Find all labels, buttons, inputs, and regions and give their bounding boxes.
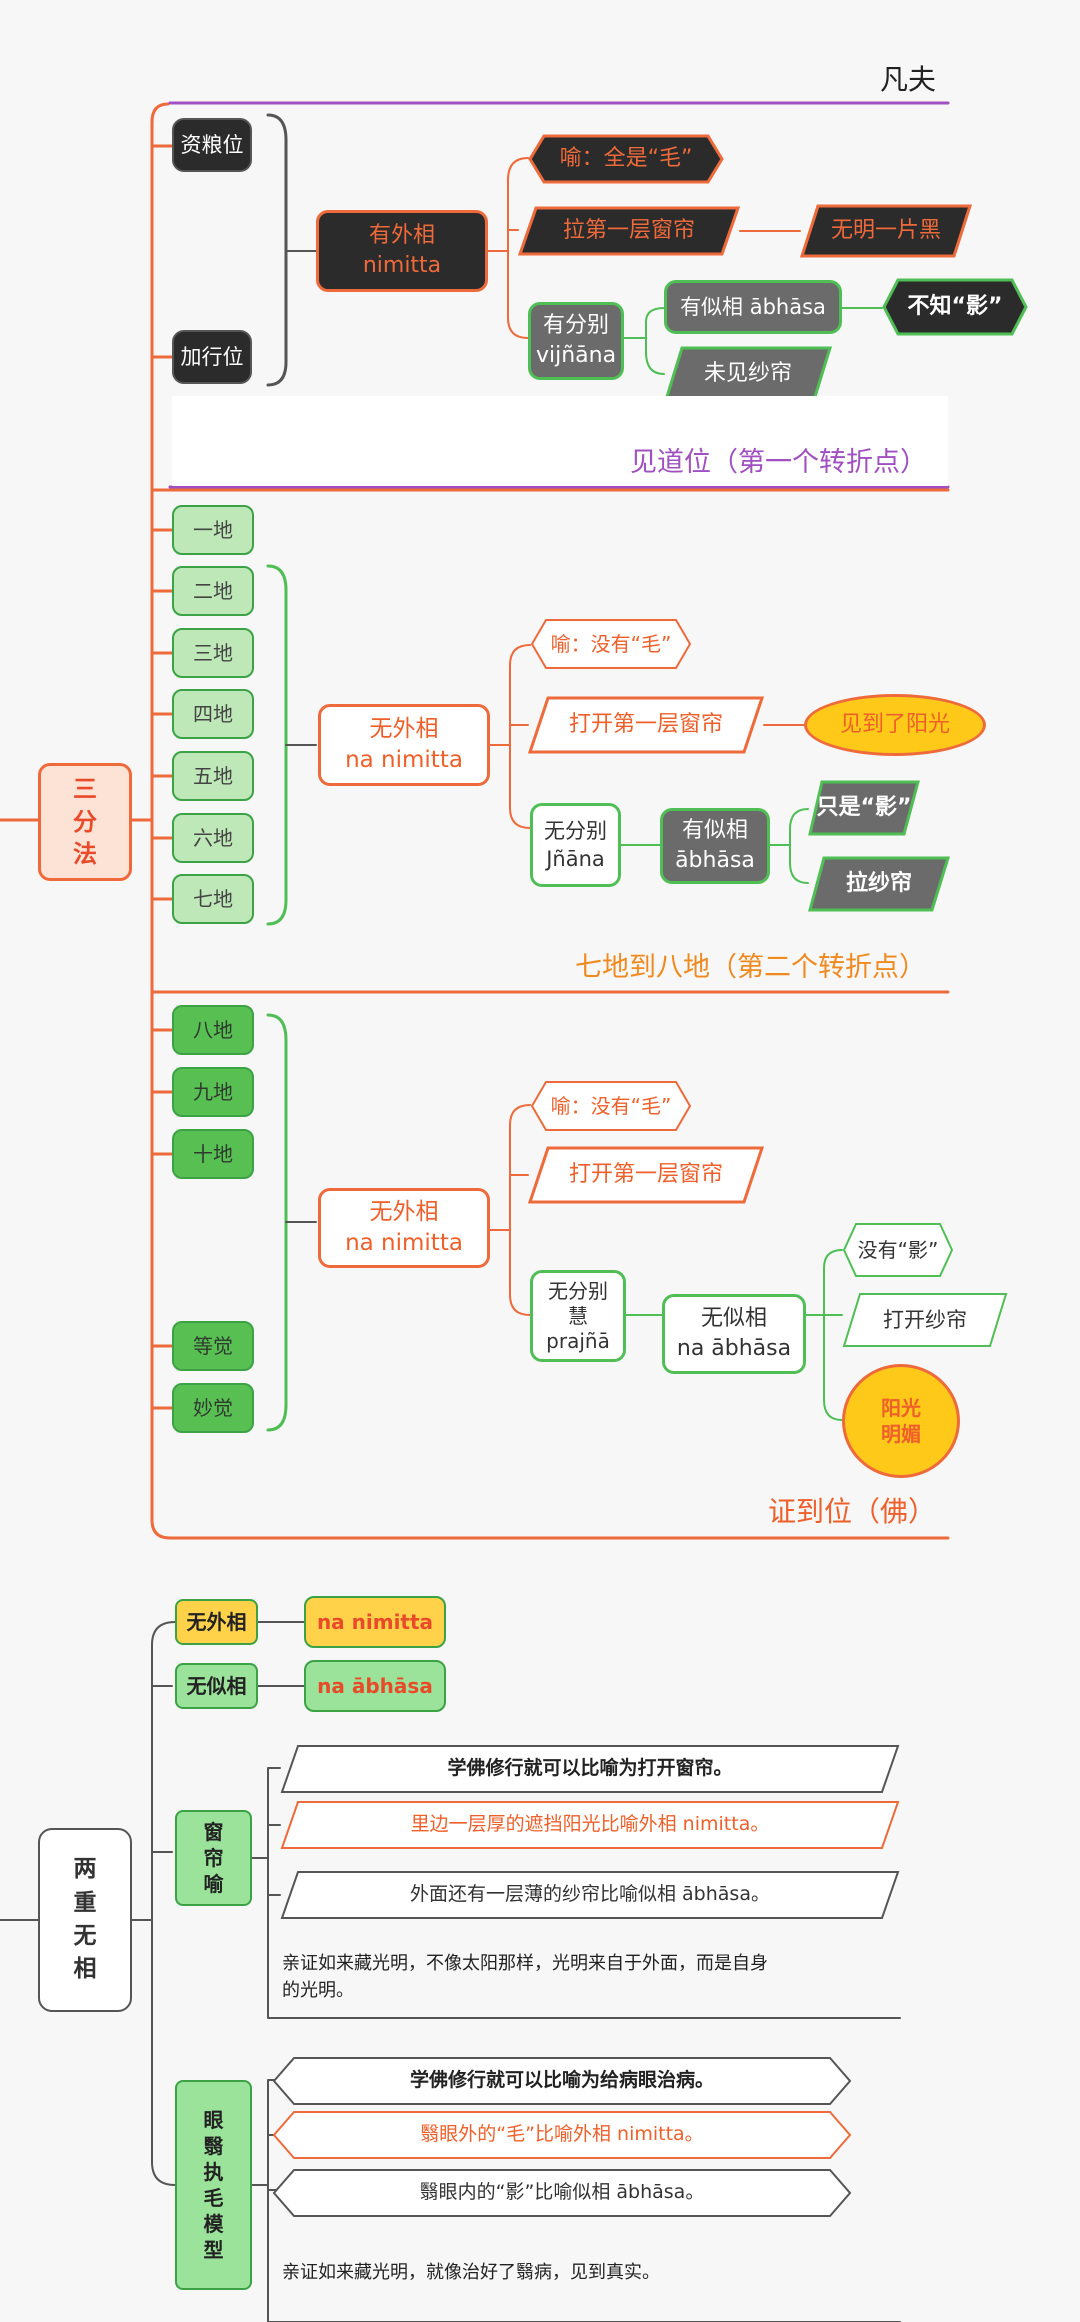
gauze-unseen[interactable]: 未见纱帘 — [663, 346, 833, 402]
pull-gauze[interactable]: 拉纱帘 — [808, 856, 951, 912]
eye-item-2[interactable]: 翳眼外的“毛”比喻外相 nimitta。 — [272, 2110, 852, 2160]
metaphor-no-hair-3-text: 喻：没有“毛” — [550, 1093, 672, 1118]
pull-curtain-text: 拉第一层窗帘 — [562, 218, 695, 244]
turning-point-band — [172, 396, 948, 486]
stage-7[interactable]: 七地 — [172, 874, 254, 924]
stage-1[interactable]: 一地 — [172, 505, 254, 555]
curtain-item-3[interactable]: 外面还有一层薄的纱帘比喻似相 ābhāsa。 — [280, 1870, 900, 1920]
metaphor-all-hair-text: 喻：全是“毛” — [559, 146, 693, 172]
ignorance-darkness[interactable]: 无明一片黑 — [799, 204, 973, 258]
node-discriminating-vijnana[interactable]: 有分别 vijñāna — [528, 302, 624, 380]
value-na-nimitta[interactable]: na nimitta — [304, 1596, 446, 1648]
curtain-item-1[interactable]: 学佛修行就可以比喻为打开窗帘。 — [280, 1744, 900, 1794]
pull-curtain[interactable]: 拉第一层窗帘 — [517, 206, 741, 256]
open-curtain-2[interactable]: 打开第一层窗帘 — [527, 696, 765, 754]
node-external-sign[interactable]: 有外相 nimitta — [316, 210, 488, 292]
open-curtain-2-text: 打开第一层窗帘 — [568, 712, 723, 738]
open-gauze[interactable]: 打开纱帘 — [842, 1292, 1008, 1348]
value-na-abhasa[interactable]: na ābhāsa — [304, 1660, 446, 1712]
node-no-appearance-abhasa[interactable]: 无似相 na ābhāsa — [662, 1294, 806, 1374]
open-curtain-3-text: 打开第一层窗帘 — [568, 1162, 723, 1188]
stage-6[interactable]: 六地 — [172, 813, 254, 863]
bright-sunshine[interactable]: 阳光 明媚 — [842, 1364, 960, 1478]
curtain-item-3-text: 外面还有一层薄的纱帘比喻似相 ābhāsa。 — [410, 1883, 770, 1906]
open-gauze-text: 打开纱帘 — [883, 1307, 967, 1332]
unknown-shadow[interactable]: 不知“影” — [882, 278, 1028, 336]
eye-item-3[interactable]: 翳眼内的“影”比喻似相 ābhāsa。 — [272, 2168, 852, 2218]
eye-note: 亲证如来藏光明，就像治好了翳病，见到真实。 — [282, 2262, 660, 2283]
metaphor-all-hair[interactable]: 喻：全是“毛” — [528, 134, 724, 184]
stage-miaojue[interactable]: 妙觉 — [172, 1383, 254, 1433]
saw-sunlight[interactable]: 见到了阳光 — [804, 694, 986, 756]
node-appearance-abhasa-2[interactable]: 有似相 ābhāsa — [660, 808, 770, 884]
metaphor-no-hair-2-text: 喻：没有“毛” — [550, 631, 672, 656]
stage-jiaxingwei[interactable]: 加行位 — [172, 330, 252, 384]
stage-9[interactable]: 九地 — [172, 1067, 254, 1117]
pull-gauze-text: 拉纱帘 — [845, 871, 912, 897]
stage-5[interactable]: 五地 — [172, 751, 254, 801]
ignorance-darkness-text: 无明一片黑 — [830, 218, 941, 244]
node-nondiscriminating-jnana[interactable]: 无分别 Jñāna — [530, 803, 621, 887]
stage-8[interactable]: 八地 — [172, 1005, 254, 1055]
eye-item-2-text: 翳眼外的“毛”比喻外相 nimitta。 — [420, 2123, 704, 2146]
section2-footer: 七地到八地（第二个转折点） — [575, 952, 926, 983]
metaphor-no-hair-3[interactable]: 喻：没有“毛” — [530, 1080, 692, 1132]
label-curtain-metaphor[interactable]: 窗 帘 喻 — [175, 1810, 252, 1906]
unknown-shadow-text: 不知“影” — [907, 294, 1003, 320]
section1-footer: 见道位（第一个转折点） — [630, 447, 927, 478]
no-shadow[interactable]: 没有“影” — [842, 1222, 954, 1278]
curtain-note: 亲证如来藏光明，不像太阳那样，光明来自于外面，而是自身 的光明。 — [282, 1953, 768, 2001]
root-sanfenfa[interactable]: 三 分 法 — [38, 763, 132, 881]
only-shadow-text: 只是“影” — [816, 795, 912, 821]
eye-item-3-text: 翳眼内的“影”比喻似相 ābhāsa。 — [419, 2181, 705, 2204]
label-no-external-sign[interactable]: 无外相 — [175, 1599, 258, 1645]
gauze-unseen-text: 未见纱帘 — [703, 361, 792, 387]
metaphor-no-hair-2[interactable]: 喻：没有“毛” — [530, 618, 692, 670]
no-shadow-text: 没有“影” — [857, 1237, 939, 1262]
eye-item-1[interactable]: 学佛修行就可以比喻为给病眼治病。 — [272, 2056, 852, 2106]
stage-3[interactable]: 三地 — [172, 628, 254, 678]
node-nondiscriminating-prajna[interactable]: 无分别 慧 prajñā — [530, 1270, 626, 1362]
node-appearance-abhasa[interactable]: 有似相 ābhāsa — [664, 280, 842, 334]
curtain-item-2-text: 里边一层厚的遮挡阳光比喻外相 nimitta。 — [410, 1813, 770, 1836]
label-eye-disease-model[interactable]: 眼 翳 执 毛 模 型 — [175, 2080, 252, 2290]
ordinary-people-label: 凡夫 — [880, 63, 937, 96]
eye-item-1-text: 学佛修行就可以比喻为给病眼治病。 — [409, 2069, 714, 2092]
curtain-item-2[interactable]: 里边一层厚的遮挡阳光比喻外相 nimitta。 — [280, 1800, 900, 1850]
node-no-external-sign-3[interactable]: 无外相 na nimitta — [318, 1188, 490, 1268]
open-curtain-3[interactable]: 打开第一层窗帘 — [527, 1146, 765, 1204]
node-no-external-sign-2[interactable]: 无外相 na nimitta — [318, 704, 490, 786]
root-two-signless[interactable]: 两 重 无 相 — [38, 1828, 132, 2012]
stage-dengjue[interactable]: 等觉 — [172, 1321, 254, 1371]
stage-10[interactable]: 十地 — [172, 1129, 254, 1179]
stage-2[interactable]: 二地 — [172, 566, 254, 616]
curtain-item-1-text: 学佛修行就可以比喻为打开窗帘。 — [447, 1757, 733, 1780]
label-no-appearance[interactable]: 无似相 — [175, 1663, 258, 1709]
stage-ziliangwei[interactable]: 资粮位 — [172, 118, 252, 172]
only-shadow[interactable]: 只是“影” — [808, 780, 920, 836]
section3-footer: 证到位（佛） — [768, 1495, 937, 1528]
stage-4[interactable]: 四地 — [172, 689, 254, 739]
